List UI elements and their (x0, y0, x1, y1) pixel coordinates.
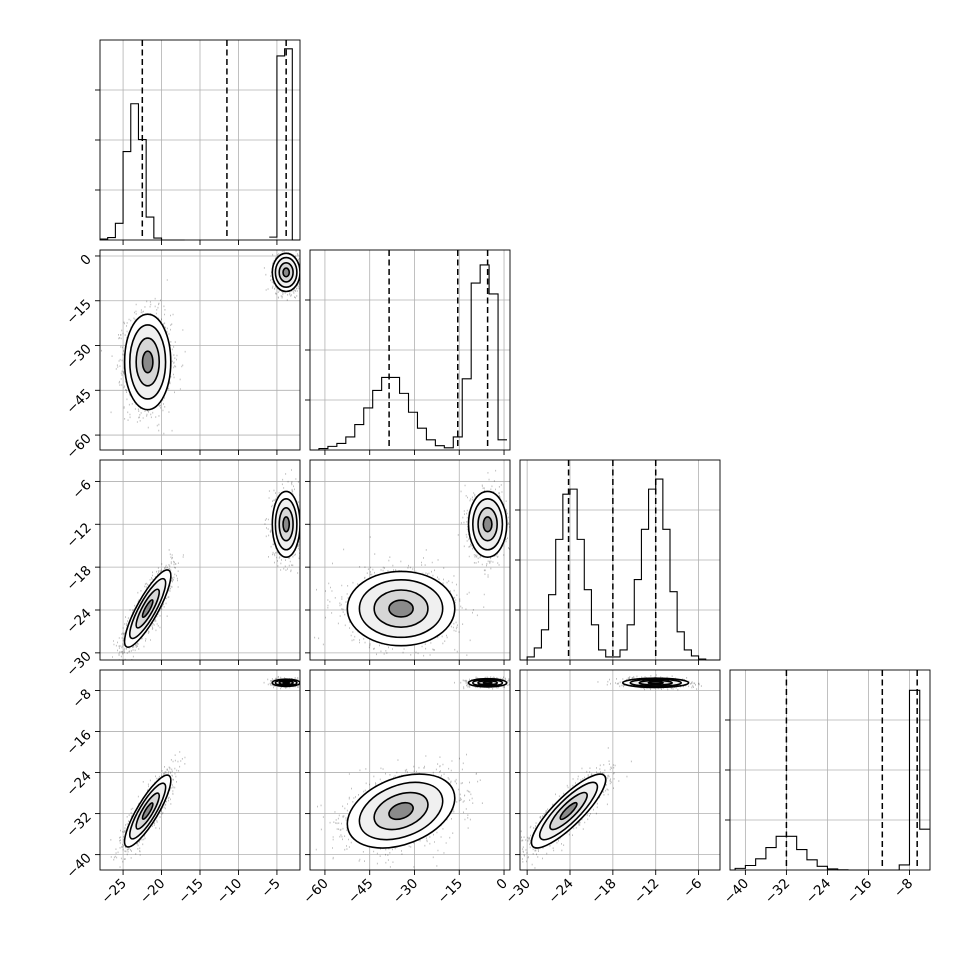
x-tick-label: −45 (345, 876, 376, 907)
x-tick-label: −40 (721, 876, 752, 907)
x-tick-label: −6 (680, 876, 705, 901)
panel-frame (309, 459, 511, 661)
x-tick-label: −8 (891, 876, 916, 901)
contour-level (559, 801, 578, 821)
histogram-panel-1 (305, 249, 511, 455)
y-tick-label: −30 (63, 341, 94, 372)
histogram-step (730, 689, 930, 871)
contour-level (141, 350, 154, 374)
x-tick-label: −24 (803, 876, 834, 907)
x-tick-label: −60 (300, 876, 331, 907)
panel-content (314, 469, 510, 657)
scatter-panel-0-1: −60 −45 −30 −15 0 (63, 249, 301, 462)
contour-level (388, 801, 414, 821)
histogram-step (520, 478, 720, 661)
panel-frame (309, 669, 511, 871)
y-tick-label: −18 (63, 563, 94, 594)
y-tick-label: −6 (69, 477, 94, 502)
contour-level (482, 516, 493, 533)
contour-level (388, 599, 414, 618)
panel-content (101, 250, 300, 435)
y-tick-label: −12 (63, 520, 94, 551)
y-tick-label: −32 (63, 809, 94, 840)
x-tick-label: −15 (175, 876, 206, 907)
scatter-panel-1-2 (305, 459, 511, 665)
panel-content (112, 469, 300, 660)
panel-content (315, 676, 510, 868)
y-tick-label: 0 (77, 251, 94, 268)
x-tick-label: −15 (435, 876, 466, 907)
scatter-panel-0-2: −30 −24 −18 −12 −6 (63, 459, 301, 680)
x-tick-label: −16 (844, 876, 875, 907)
x-tick-label: −24 (545, 876, 576, 907)
contour-level (141, 802, 154, 820)
histogram-step (310, 264, 508, 451)
y-tick-label: −15 (63, 296, 94, 327)
contour-level (482, 681, 493, 685)
contour-level (282, 516, 291, 533)
y-tick-label: −24 (63, 606, 94, 637)
contour-level (282, 681, 291, 685)
x-tick-label: −25 (98, 876, 129, 907)
y-tick-label: −24 (63, 768, 94, 799)
x-tick-label: −12 (631, 876, 662, 907)
y-tick-label: −60 (63, 431, 94, 462)
x-tick-label: −18 (588, 876, 619, 907)
y-tick-label: −16 (63, 727, 94, 758)
histogram-panel-2 (515, 459, 721, 665)
y-tick-label: −8 (69, 686, 94, 711)
contour-level (647, 680, 664, 685)
histogram-panel-0 (95, 39, 301, 245)
histogram-panel-3: −40 −32 −24 −16 −8 (721, 669, 931, 907)
contour-level (282, 267, 291, 278)
contour-level (141, 599, 154, 619)
y-tick-label: −30 (63, 648, 94, 679)
histogram-step (100, 103, 185, 241)
x-tick-label: −10 (214, 876, 245, 907)
panel-content (520, 674, 702, 869)
y-tick-label: −45 (63, 386, 94, 417)
panel-content (110, 676, 300, 868)
x-tick-label: −20 (137, 876, 168, 907)
x-tick-label: −30 (503, 876, 534, 907)
scatter-panel-0-3: −25 −20−15 −10 −5 −40 −32 −24 −16 −8 (63, 669, 301, 907)
panel-frame (519, 669, 721, 871)
x-tick-label: −5 (258, 876, 283, 901)
x-tick-label: −30 (390, 876, 421, 907)
x-tick-label: −32 (762, 876, 793, 907)
y-tick-label: −40 (63, 850, 94, 881)
histogram-step (269, 48, 300, 241)
scatter-panel-2-3: −30 −24 −18 −12 −6 (503, 669, 721, 907)
